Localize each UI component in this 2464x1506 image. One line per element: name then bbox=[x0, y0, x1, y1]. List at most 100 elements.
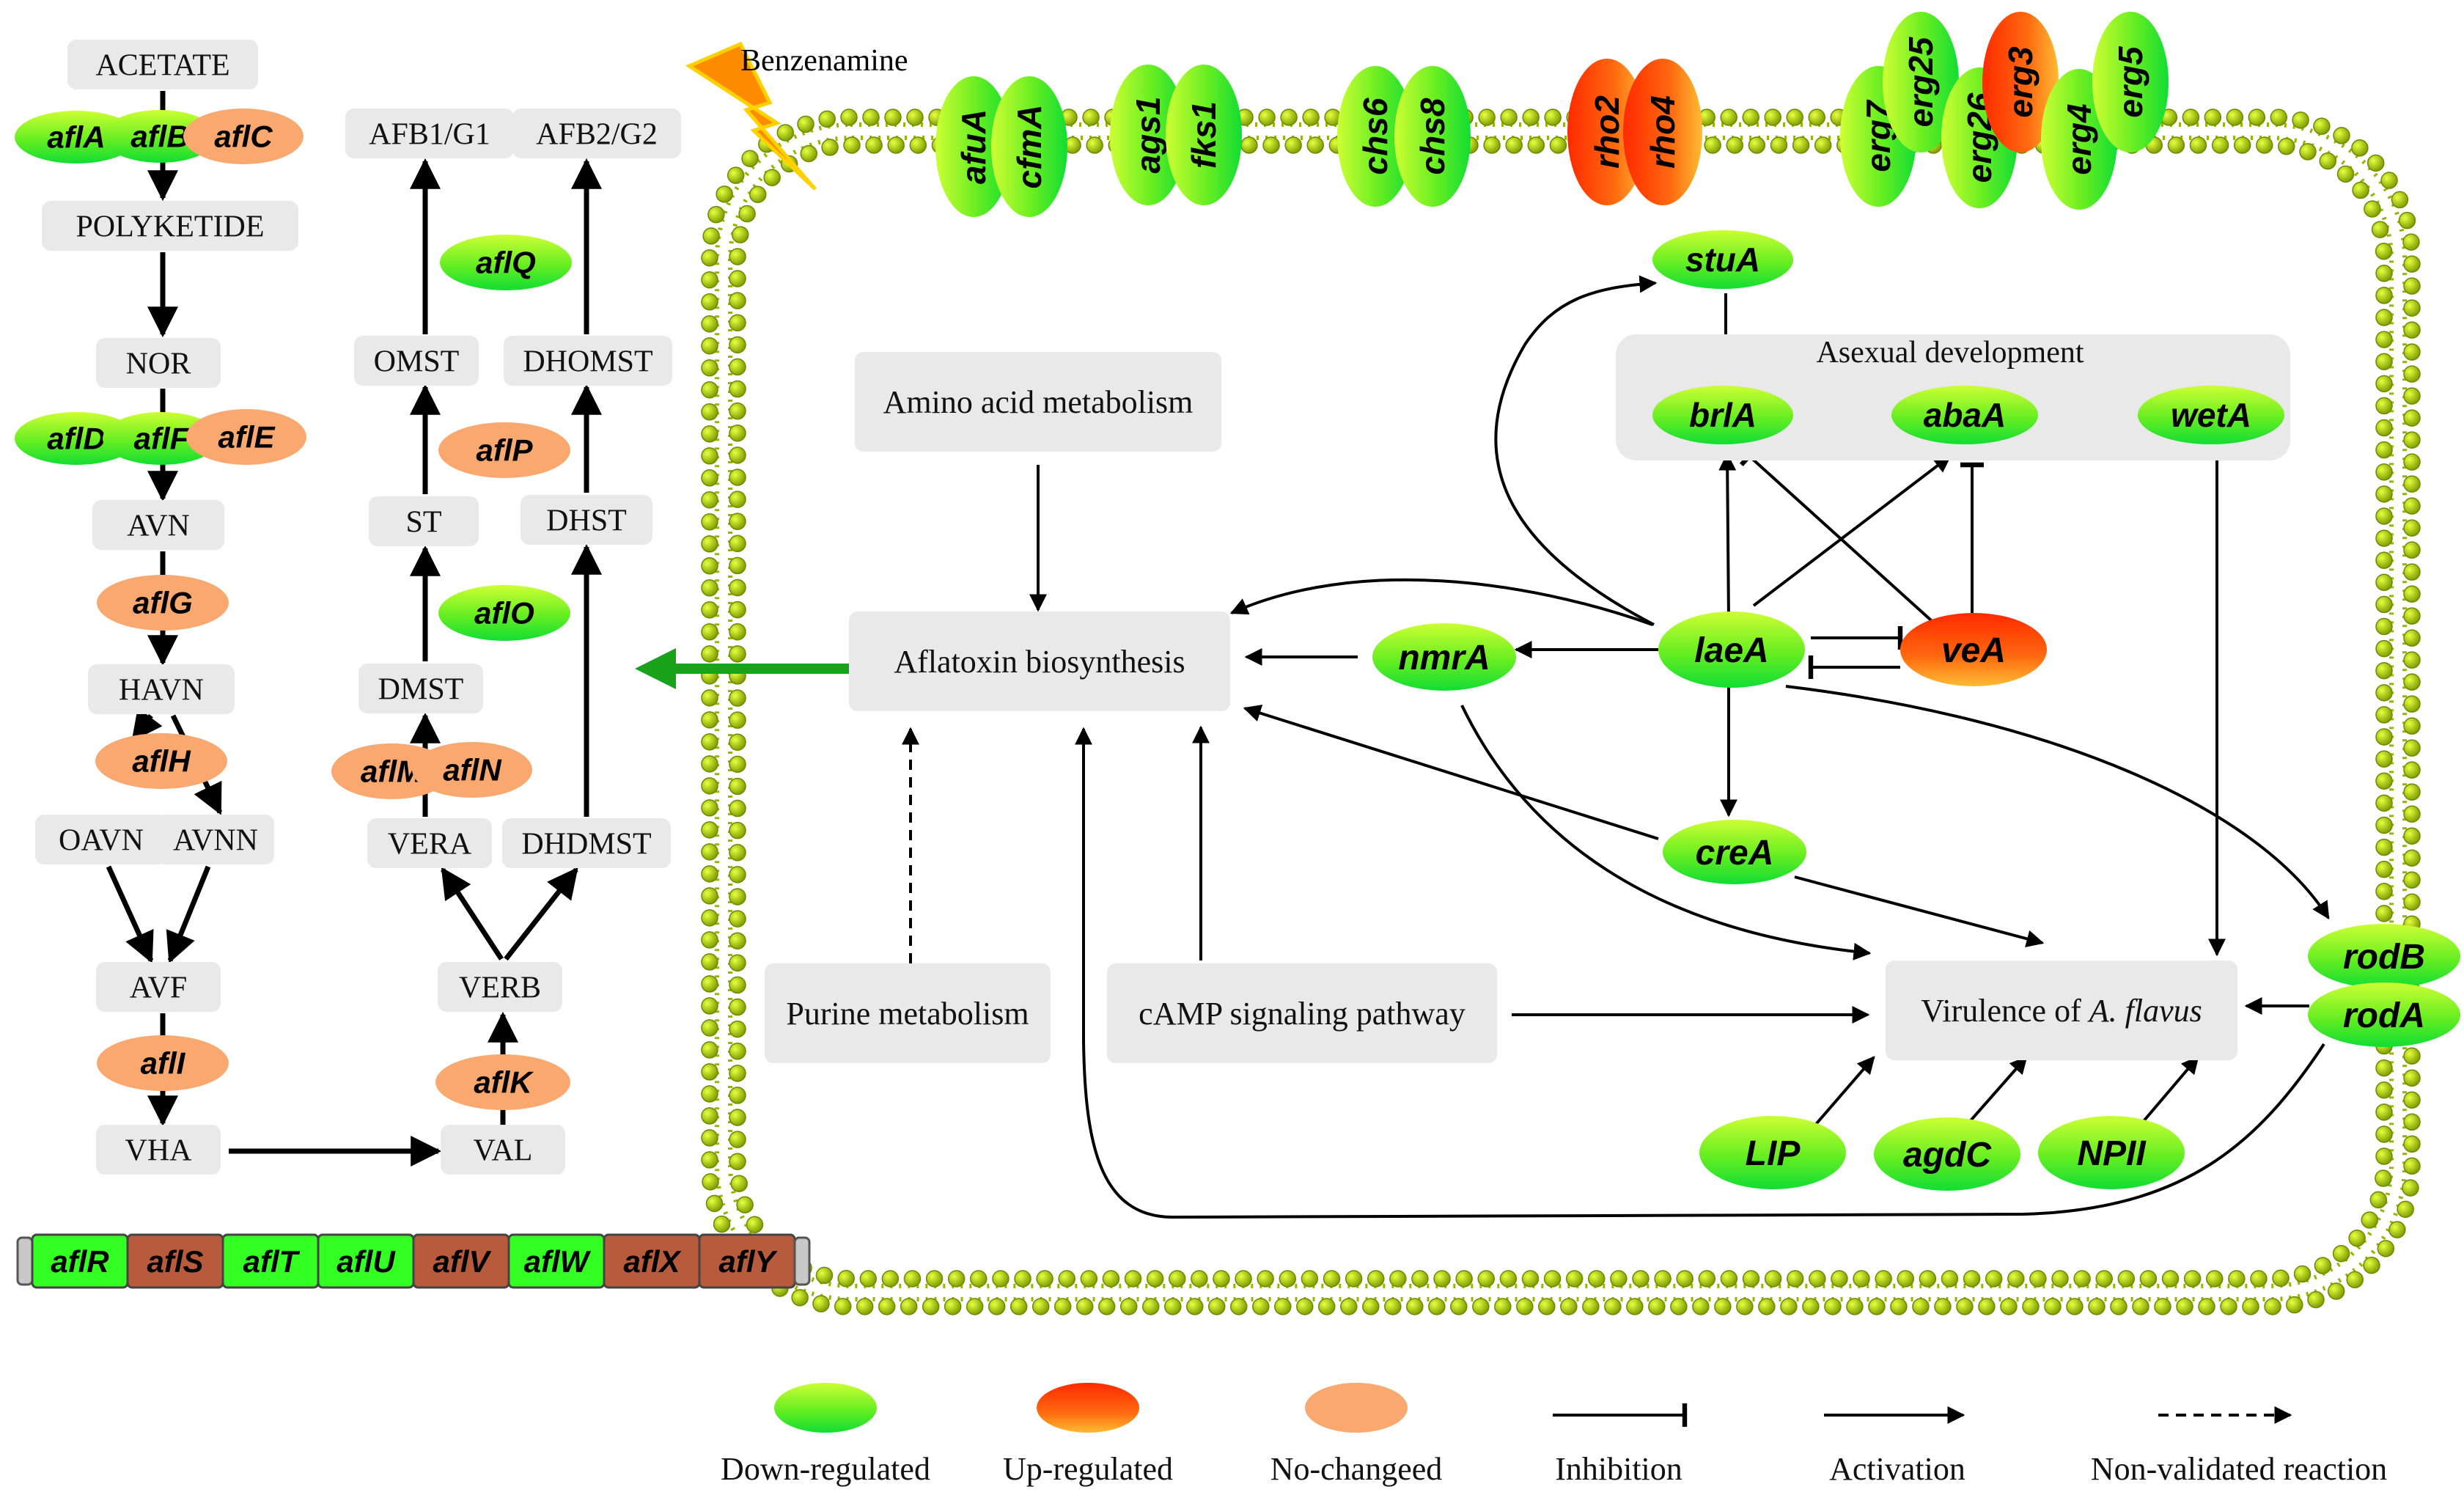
gene-cfma-label: cfmA bbox=[1010, 104, 1048, 188]
gene-nmra: nmrA bbox=[1372, 623, 1516, 691]
gene-erg4-label: erg4 bbox=[2060, 103, 2098, 175]
cluster-aflw: aflW bbox=[507, 1233, 606, 1289]
arrow-laea-rodb bbox=[1785, 685, 2330, 920]
gene-afln-label: aflN bbox=[443, 753, 502, 787]
gene-aflc: aflC bbox=[183, 109, 304, 164]
gene-vea: veA bbox=[1900, 613, 2047, 686]
metabolite-polyketide-label: POLYKETIDE bbox=[76, 210, 264, 243]
legend-item-no-changeed: No-changeed bbox=[1270, 1383, 1442, 1487]
stress-lightning-icon bbox=[685, 41, 817, 191]
gene-chs8: chs8 bbox=[1394, 66, 1471, 207]
cluster-aflr: aflR bbox=[31, 1233, 129, 1289]
gene-aflp: aflP bbox=[438, 422, 570, 478]
gene-stua: stuA bbox=[1652, 230, 1793, 289]
gene-brla: brlA bbox=[1652, 386, 1793, 444]
box-aflatoxin-biosynthesis-label: Aflatoxin biosynthesis bbox=[894, 644, 1185, 680]
gene-lip: LIP bbox=[1699, 1116, 1846, 1189]
metabolite-havn-label: HAVN bbox=[119, 673, 204, 707]
cluster-aflu: aflU bbox=[317, 1233, 415, 1289]
gene-rho2-label: rho2 bbox=[1588, 95, 1626, 169]
gene-rodb: rodB bbox=[2308, 924, 2460, 988]
gene-npii: NPII bbox=[2038, 1116, 2185, 1189]
gene-afln: aflN bbox=[412, 742, 532, 798]
metabolite-vha-label: VHA bbox=[125, 1134, 193, 1167]
gene-roda-shape bbox=[2308, 982, 2460, 1047]
gene-aflh-shape bbox=[95, 733, 227, 789]
gene-laea: laeA bbox=[1658, 611, 1805, 688]
metabolite-dhomst-label: DHOMST bbox=[523, 345, 652, 378]
gene-afua-label: afuA bbox=[955, 109, 993, 184]
gene-laea-shape bbox=[1658, 611, 1805, 688]
cluster-afly: aflY bbox=[698, 1233, 796, 1289]
gene-rho2: rho2 bbox=[1567, 59, 1647, 205]
gene-afld: aflD bbox=[15, 412, 138, 465]
cluster-cap-left bbox=[16, 1236, 34, 1286]
gene-aflq-shape bbox=[440, 235, 572, 290]
metabolite-acetate: ACETATE bbox=[67, 40, 258, 89]
legend-label-inhibition: Inhibition bbox=[1555, 1451, 1682, 1487]
arrow-laea-stua bbox=[1494, 275, 1658, 626]
gene-aflf-label: aflF bbox=[134, 422, 190, 456]
legend-swatch-down bbox=[774, 1383, 877, 1433]
gene-rho2-shape bbox=[1567, 59, 1647, 205]
arrow-havn-oavn bbox=[131, 708, 163, 742]
metabolite-avnn-label: AVNN bbox=[173, 823, 258, 857]
gene-aflg: aflG bbox=[97, 575, 229, 631]
metabolite-verb-label: VERB bbox=[459, 971, 541, 1004]
metabolite-omst: OMST bbox=[354, 336, 479, 386]
gene-brla-shape bbox=[1652, 386, 1793, 444]
gene-erg25-shape bbox=[1883, 12, 1959, 153]
gene-chs6-label: chs6 bbox=[1356, 98, 1394, 175]
gene-stua-label: stuA bbox=[1685, 240, 1760, 279]
box-purine-metabolism: Purine metabolism bbox=[765, 963, 1051, 1063]
gene-rho4-label: rho4 bbox=[1644, 95, 1682, 169]
metabolite-dhst: DHST bbox=[521, 495, 652, 545]
legend-item-activation: Activation bbox=[1824, 1406, 1965, 1487]
cluster-aflv-label: aflV bbox=[433, 1244, 491, 1279]
gene-roda: rodA bbox=[2308, 982, 2460, 1047]
box-purine-metabolism-label: Purine metabolism bbox=[786, 996, 1029, 1032]
gene-aflq: aflQ bbox=[440, 235, 572, 290]
gene-aflg-shape bbox=[97, 575, 229, 631]
gene-afld-label: aflD bbox=[47, 422, 105, 456]
gene-npii-shape bbox=[2038, 1116, 2185, 1189]
gene-aflh-label: aflH bbox=[132, 744, 191, 779]
gene-agdc-shape bbox=[1874, 1117, 2020, 1191]
metabolite-havn: HAVN bbox=[88, 664, 235, 714]
arrow-avnn-avf bbox=[166, 865, 211, 963]
gene-npii-label: NPII bbox=[2077, 1134, 2147, 1173]
cluster-afls: aflS bbox=[126, 1233, 224, 1289]
metabolite-afb2-g2-label: AFB2/G2 bbox=[536, 117, 658, 151]
gene-crea-label: creA bbox=[1696, 834, 1774, 873]
arrow-oavn-avf bbox=[106, 865, 154, 963]
gene-aflb-label: aflB bbox=[130, 120, 188, 154]
cluster-aflx: aflX bbox=[603, 1233, 701, 1289]
gene-nmra-label: nmrA bbox=[1398, 639, 1490, 677]
box-virulence-label: Virulence of A. flavus bbox=[1921, 993, 2202, 1029]
metabolite-afb1-g1-label: AFB1/G1 bbox=[369, 117, 490, 151]
gene-abaa-label: abaA bbox=[1924, 396, 2006, 434]
metabolite-dmst: DMST bbox=[358, 664, 483, 713]
gene-erg25: erg25 bbox=[1883, 12, 1959, 153]
legend-item-inhibition: Inhibition bbox=[1553, 1403, 1688, 1487]
cluster-afly-label: aflY bbox=[718, 1244, 778, 1279]
gene-aflo: aflO bbox=[438, 585, 570, 641]
arrow-nmra-virulence bbox=[1460, 705, 1872, 960]
gene-afle-shape bbox=[186, 409, 306, 465]
metabolite-dhdmst-label: DHDMST bbox=[521, 827, 651, 861]
gene-aflp-shape bbox=[438, 422, 570, 478]
metabolite-oavn-label: OAVN bbox=[59, 823, 144, 857]
gene-laea-label: laeA bbox=[1694, 631, 1768, 670]
metabolite-avnn: AVNN bbox=[157, 815, 274, 864]
gene-chs8-shape bbox=[1394, 66, 1471, 207]
arrow-vea-brla bbox=[1739, 445, 1947, 635]
gene-afli-label: aflI bbox=[141, 1046, 186, 1081]
metabolite-afb2-g2: AFB2/G2 bbox=[512, 109, 681, 158]
gene-abaa-shape bbox=[1891, 386, 2038, 444]
gene-erg5: erg5 bbox=[2092, 12, 2169, 153]
legend-swatch-nochange bbox=[1305, 1383, 1408, 1433]
gene-stua-shape bbox=[1652, 230, 1793, 289]
metabolite-afb1-g1: AFB1/G1 bbox=[345, 109, 514, 158]
